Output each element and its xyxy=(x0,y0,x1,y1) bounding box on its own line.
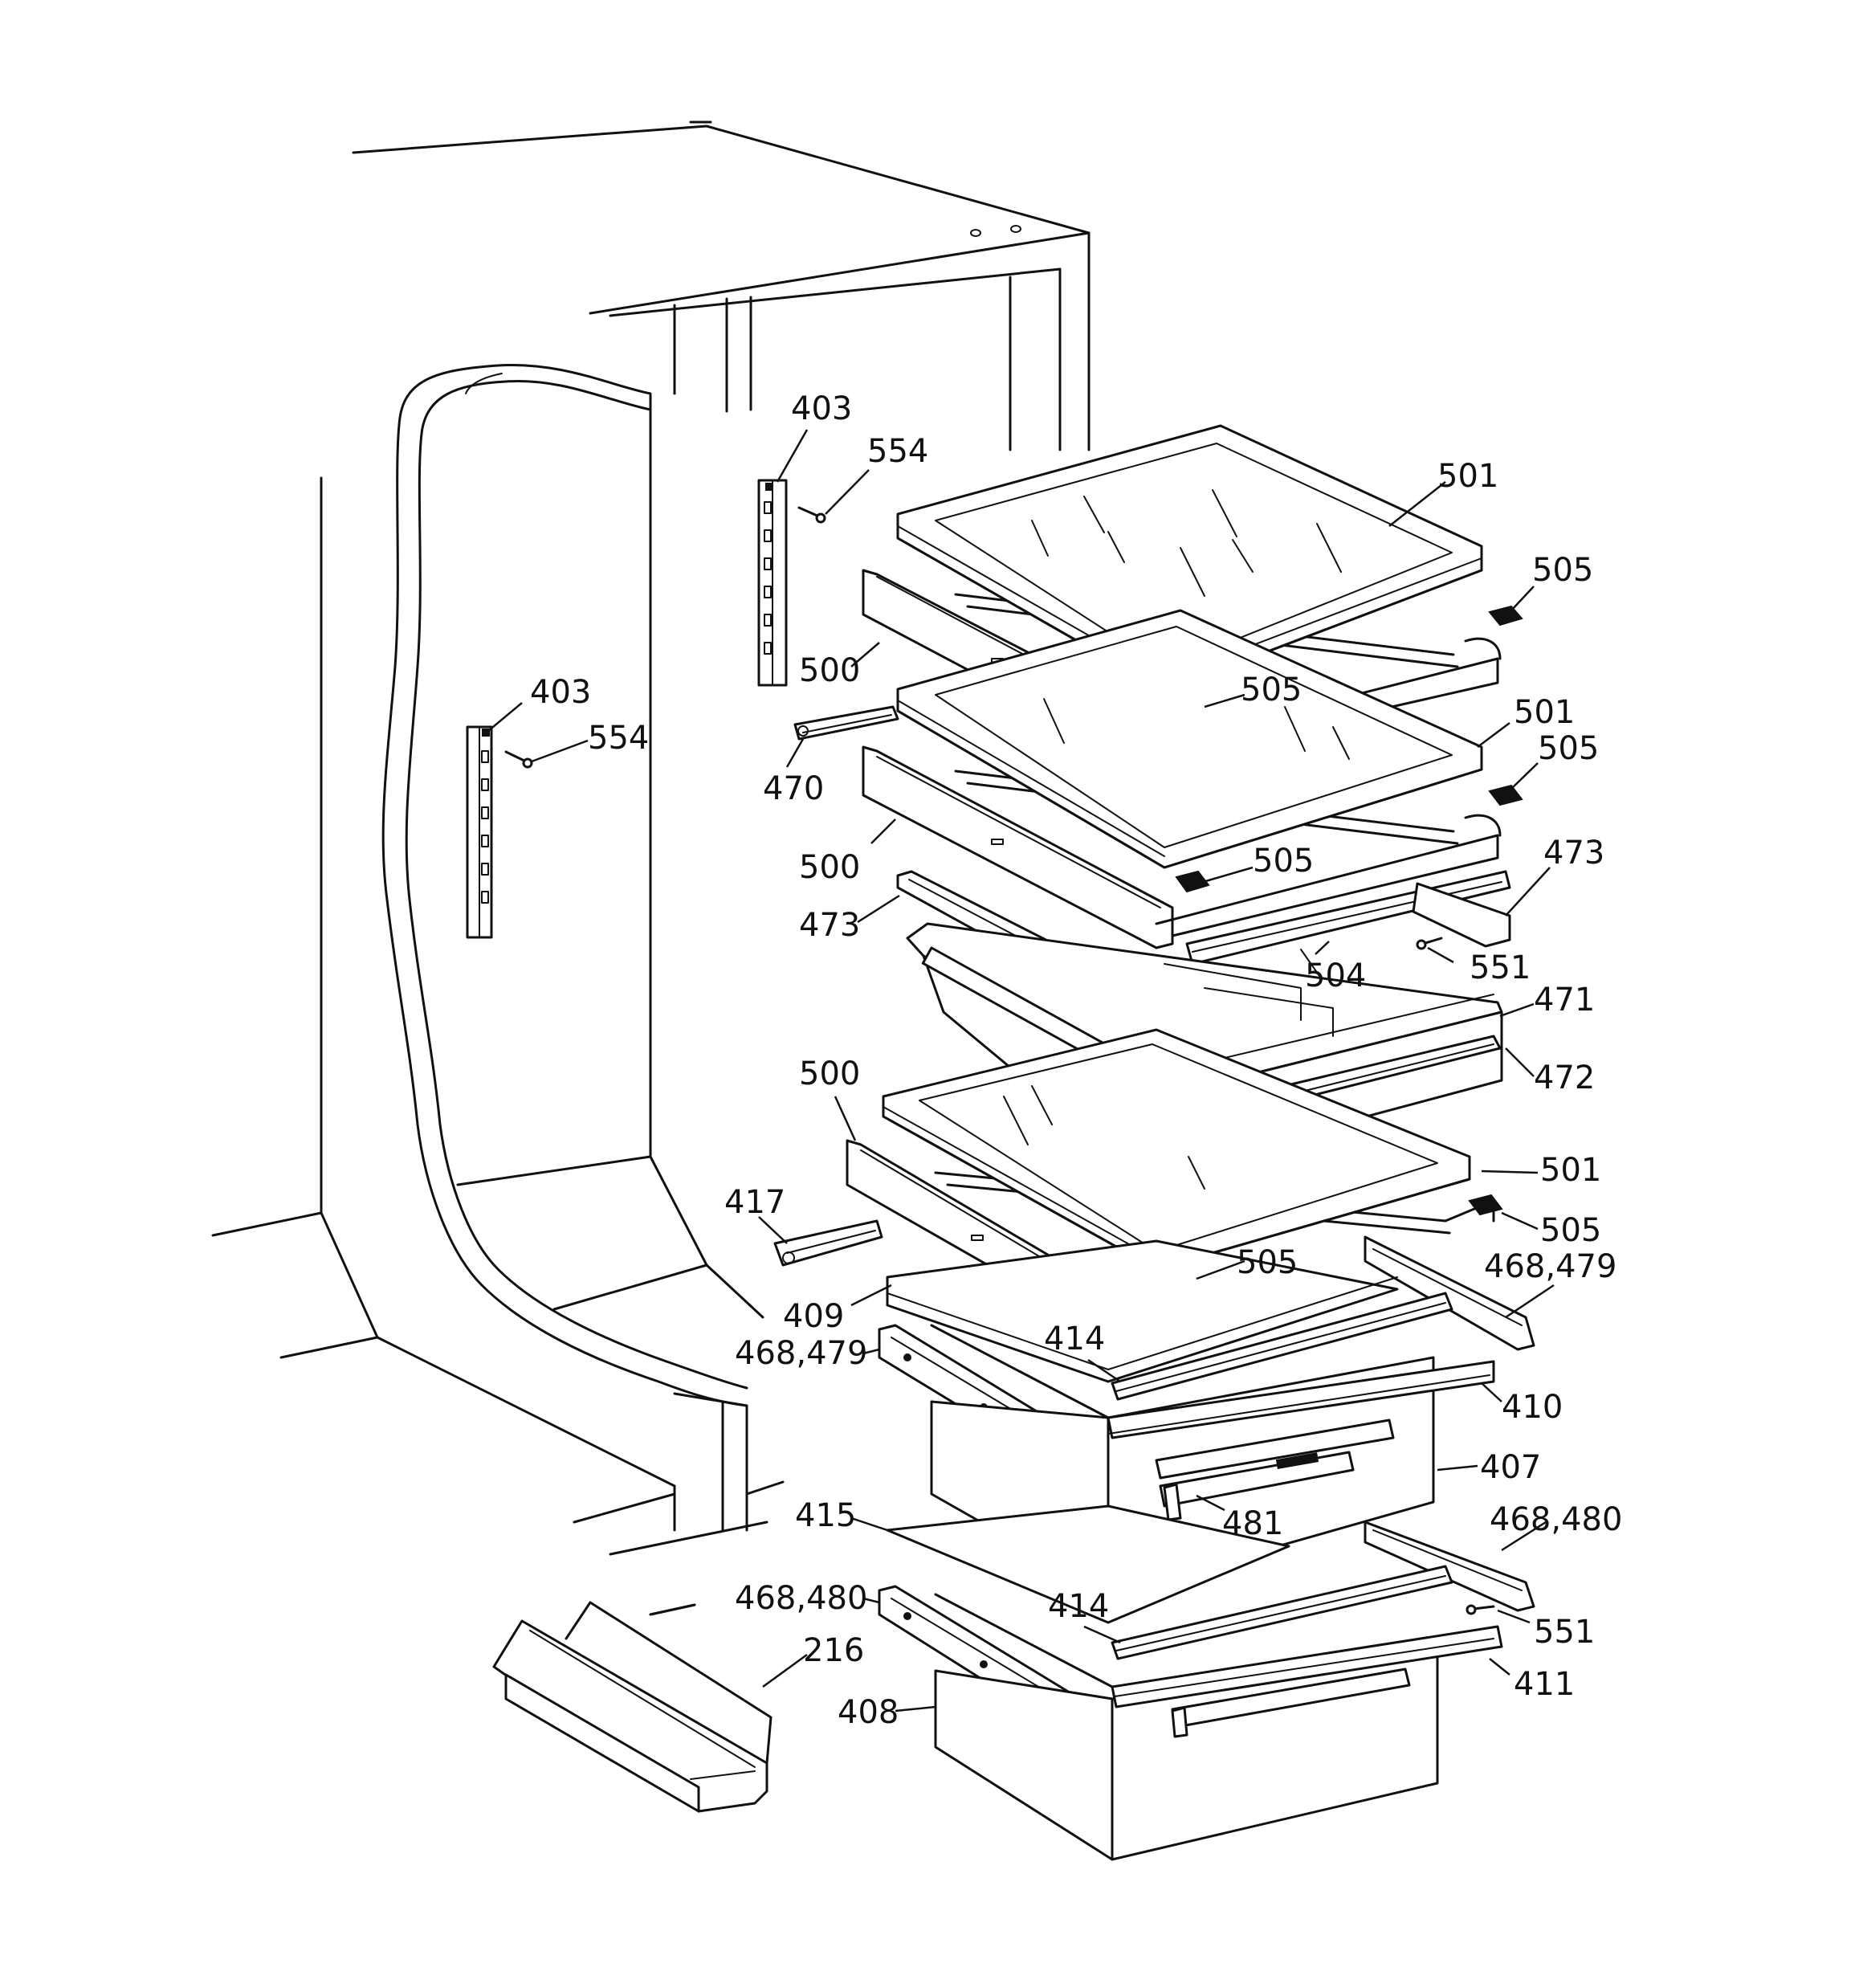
callout-labels: 403 554 501 505 500 505 403 554 501 505 … xyxy=(530,390,1622,1731)
liner-cut-edge-inner xyxy=(405,379,748,1390)
shelf-clip-505-middle-right xyxy=(1488,784,1523,806)
drawer-408 xyxy=(934,1593,1503,1861)
liner-cut-edge-outer xyxy=(381,363,748,1407)
callout-408: 408 xyxy=(838,1694,899,1731)
shelf-ladder-403-right xyxy=(757,479,788,687)
callout-500-middle: 500 xyxy=(799,849,860,886)
cabinet xyxy=(211,120,1090,1616)
callout-501-middle: 501 xyxy=(1514,694,1575,731)
drawer-handle-414-upper xyxy=(1111,1292,1453,1401)
callout-403-upper: 403 xyxy=(791,390,852,427)
callout-505-top-left: 505 xyxy=(1241,672,1302,708)
screw-554-right xyxy=(797,506,826,524)
cabinet-top-back-edge xyxy=(352,125,1090,235)
callout-411: 411 xyxy=(1514,1666,1575,1703)
callout-505-middle-right: 505 xyxy=(1538,730,1599,767)
shelf-ladder-403-left xyxy=(466,725,493,939)
door-bin-216 xyxy=(492,1601,773,1813)
callout-551-upper: 551 xyxy=(1470,949,1531,986)
callout-415: 415 xyxy=(795,1497,856,1534)
callout-410: 410 xyxy=(1502,1389,1563,1426)
shelf-clip-505-middle-left xyxy=(1175,870,1210,893)
leader-lines xyxy=(487,429,1555,1712)
callout-468-479-right: 468,479 xyxy=(1484,1248,1616,1285)
callout-505-middle-left: 505 xyxy=(1253,843,1314,880)
callout-414-lower: 414 xyxy=(1048,1588,1109,1625)
drawer-rail-473-right xyxy=(1185,870,1511,965)
callout-554-upper: 554 xyxy=(867,433,928,470)
drawer-cover-glass-415 xyxy=(886,1504,1290,1624)
callout-504: 504 xyxy=(1305,957,1366,994)
shelf-rail-470 xyxy=(793,705,899,741)
screw-551-upper xyxy=(1416,937,1443,950)
callout-468-480-right: 468,480 xyxy=(1490,1501,1622,1538)
slide-rail-468-480-right xyxy=(1364,1521,1535,1612)
callout-501-top: 501 xyxy=(1437,458,1498,495)
callout-414-upper: 414 xyxy=(1044,1321,1105,1357)
callout-500-lower: 500 xyxy=(799,1055,860,1092)
callout-551-lower: 551 xyxy=(1534,1614,1595,1651)
callout-481: 481 xyxy=(1222,1505,1283,1542)
callout-470: 470 xyxy=(763,770,824,807)
callout-471: 471 xyxy=(1534,982,1595,1018)
callout-473-left: 473 xyxy=(799,907,860,944)
callout-501-lower: 501 xyxy=(1540,1152,1601,1189)
bracket-417 xyxy=(773,1219,883,1267)
callout-472: 472 xyxy=(1534,1059,1595,1096)
glass-shelf-501-lower xyxy=(882,1028,1471,1271)
callout-505-lower-left: 505 xyxy=(1237,1244,1298,1281)
cabinet-top-front-edge xyxy=(589,231,1090,315)
shelf-clip-505-top-right xyxy=(1488,605,1523,627)
callout-216: 216 xyxy=(803,1632,864,1669)
glass-shelf-501-middle xyxy=(896,609,1483,869)
drawer-cover-glass-409 xyxy=(886,1239,1399,1383)
slide-rail-468-479-right xyxy=(1364,1199,1535,1351)
drawer-handle-414-lower xyxy=(1111,1565,1453,1660)
callout-500-top: 500 xyxy=(799,652,860,689)
callout-403-lower: 403 xyxy=(530,674,591,711)
callout-409: 409 xyxy=(783,1298,844,1335)
callout-554-lower: 554 xyxy=(588,720,649,757)
callout-505-lower-right: 505 xyxy=(1540,1212,1601,1249)
callout-417: 417 xyxy=(724,1184,785,1221)
callout-468-480-left: 468,480 xyxy=(735,1580,867,1617)
callout-407: 407 xyxy=(1480,1449,1541,1486)
callout-473-right: 473 xyxy=(1543,835,1604,872)
callout-468-479-left: 468,479 xyxy=(735,1335,867,1372)
screw-551-lower xyxy=(1466,1604,1495,1615)
screw-554-left xyxy=(504,750,533,769)
callout-505-top-right: 505 xyxy=(1532,552,1593,589)
